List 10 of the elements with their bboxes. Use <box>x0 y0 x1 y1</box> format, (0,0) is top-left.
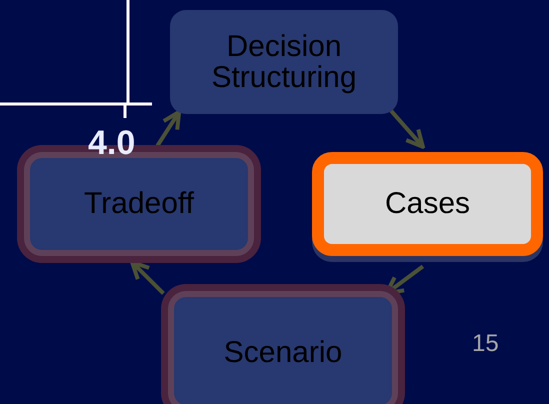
node-label: Decision Structuring <box>210 30 358 94</box>
process-box <box>170 10 398 114</box>
version-number: 4.0 <box>88 124 136 163</box>
node-label: Tradeoff <box>84 188 194 220</box>
node-label: Scenario <box>224 337 342 368</box>
node-label: Cases <box>384 188 470 220</box>
page-number: 15 <box>472 330 499 358</box>
arrow <box>390 110 425 149</box>
arrow <box>156 110 182 147</box>
arrow <box>130 260 165 295</box>
